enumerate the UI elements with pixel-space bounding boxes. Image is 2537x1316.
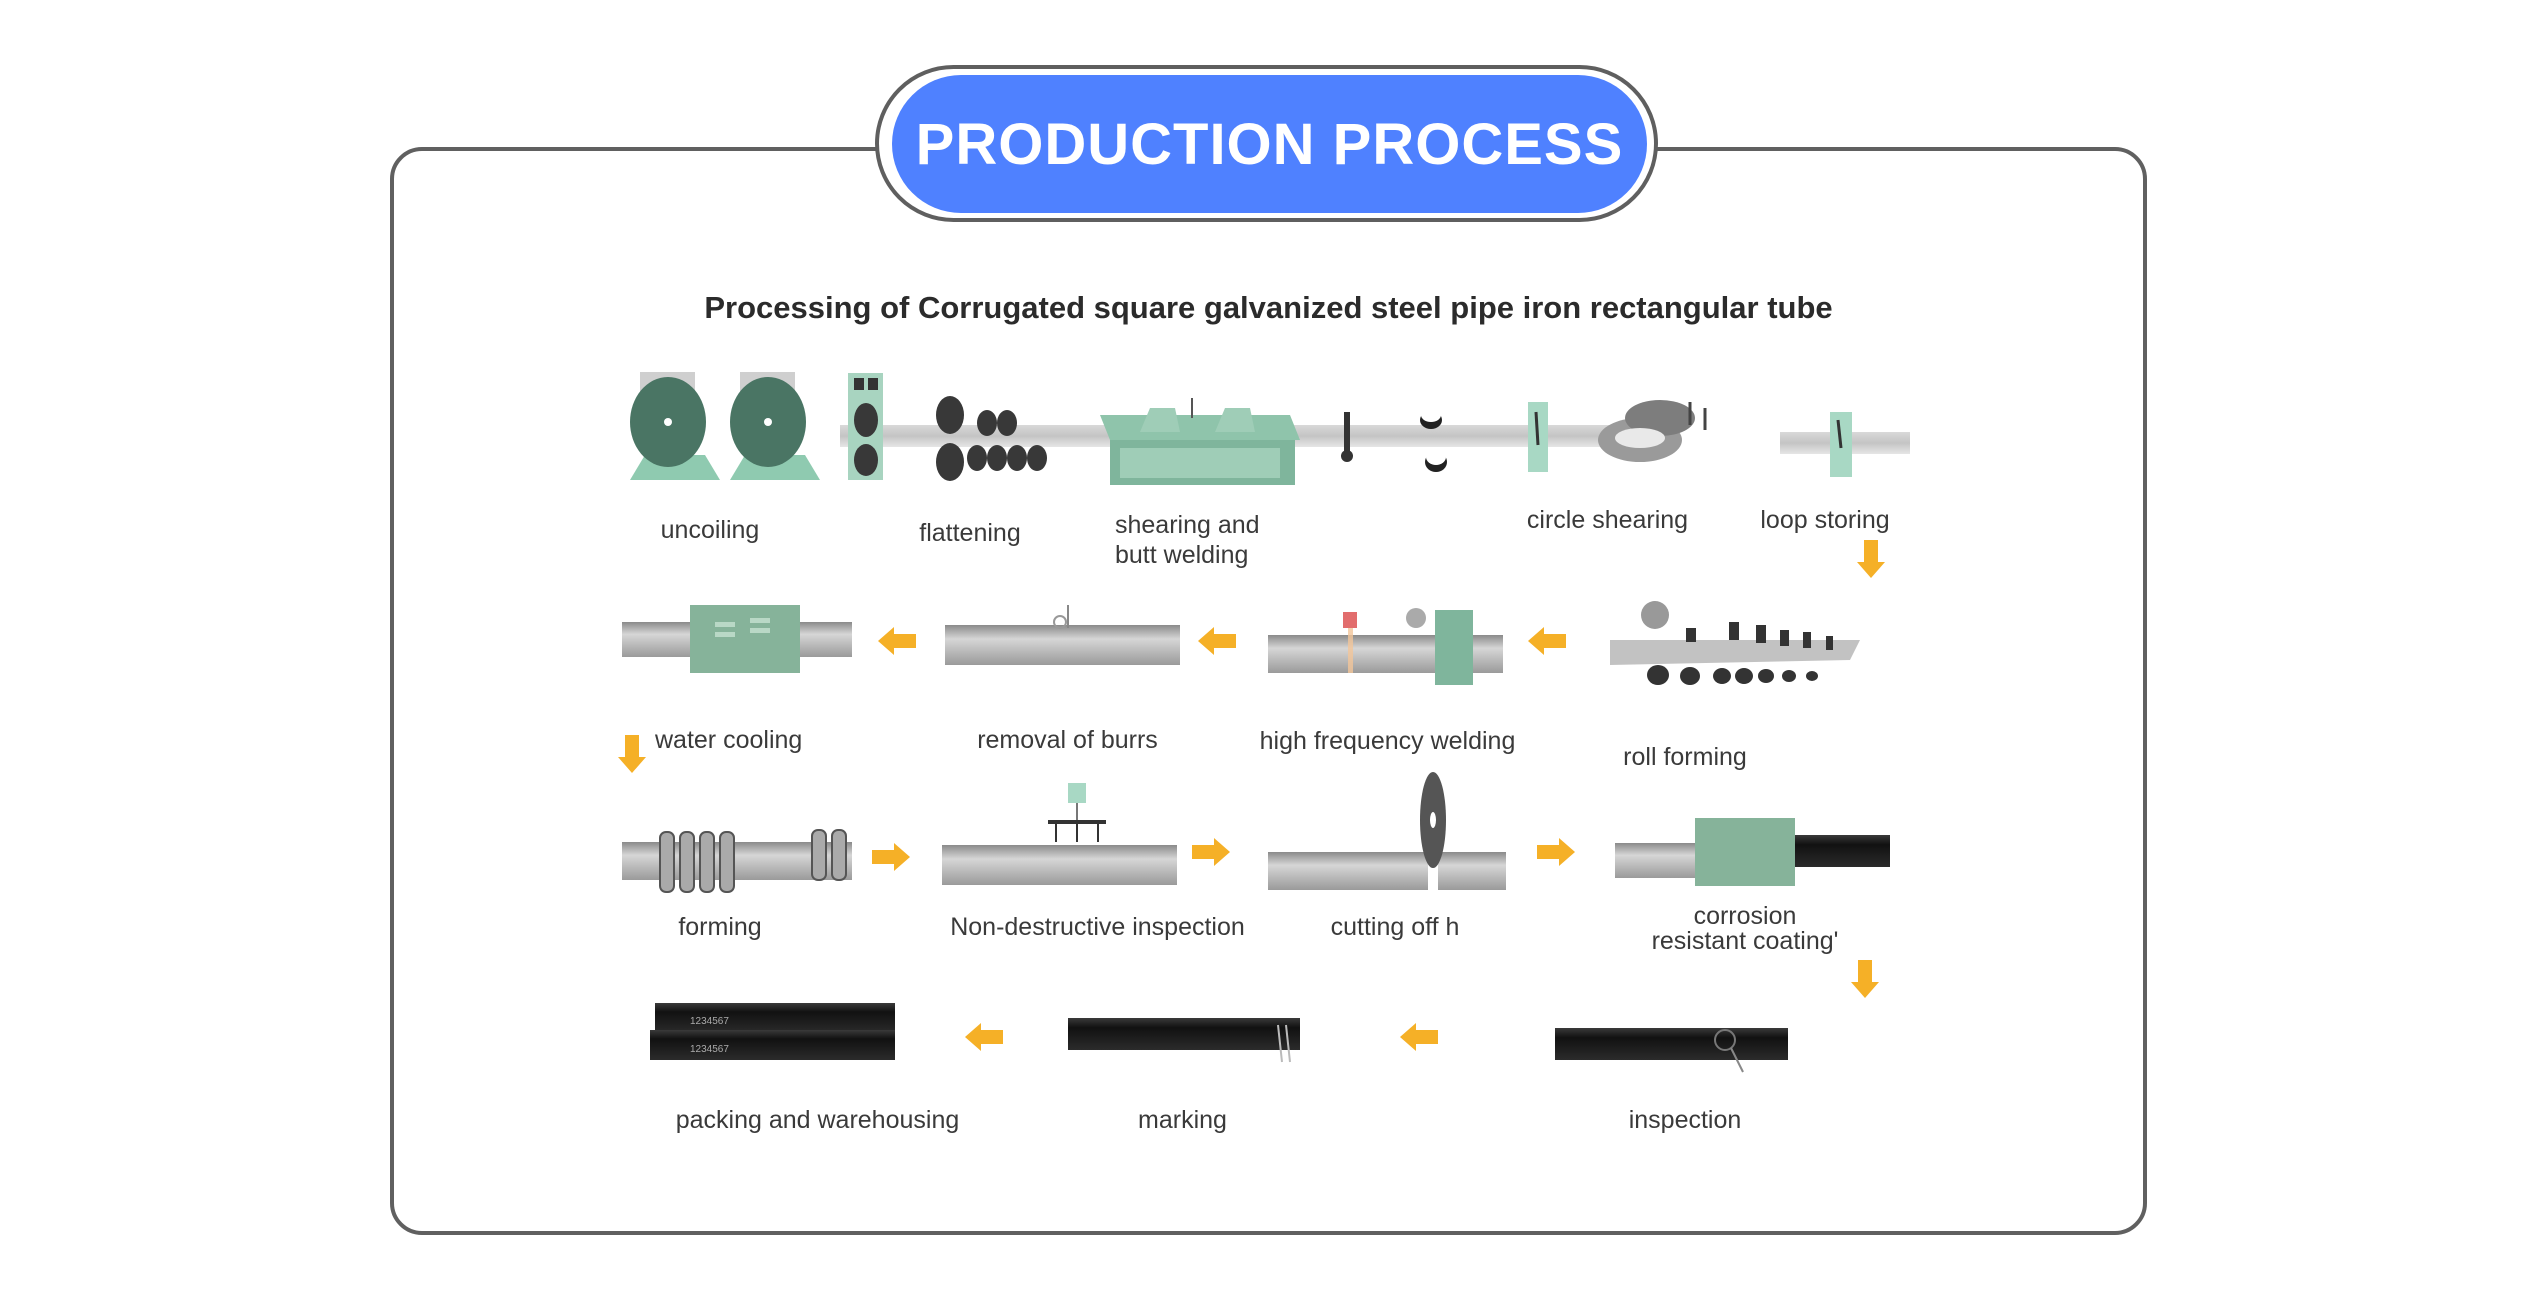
arrow-down-icon bbox=[1857, 540, 1885, 578]
svg-text:1234567: 1234567 bbox=[690, 1044, 729, 1055]
inspection-icon bbox=[1555, 1028, 1788, 1073]
step-label-shearing: shearing and butt welding bbox=[1115, 510, 1265, 570]
shear-welder-icon bbox=[1100, 398, 1300, 485]
sizing-rollers-icon bbox=[622, 829, 852, 893]
loop-storage-icon bbox=[1830, 412, 1852, 477]
step-label-uncoiling: uncoiling bbox=[660, 516, 760, 544]
step-label-marking: marking bbox=[1138, 1106, 1227, 1134]
arrow-left-icon bbox=[1400, 1023, 1438, 1051]
deburring-icon bbox=[945, 605, 1180, 665]
page-title: PRODUCTION PROCESS bbox=[915, 111, 1624, 177]
hf-welder-icon bbox=[1268, 608, 1503, 685]
step-label-line: corrosion bbox=[1693, 902, 1797, 930]
saw-blade-icon bbox=[1268, 772, 1506, 890]
step-label-cutting-off: cutting off h bbox=[1330, 913, 1460, 941]
arrow-right-icon bbox=[1192, 838, 1230, 866]
water-cooling-icon bbox=[622, 605, 852, 673]
step-label-flattening: flattening bbox=[919, 519, 1021, 547]
step-label-hf-welding: high frequency welding bbox=[1259, 727, 1516, 755]
step-label-roll-forming: roll forming bbox=[1623, 743, 1747, 771]
step-label-line: shearing and bbox=[1115, 511, 1260, 539]
diagram-subtitle: Processing of Corrugated square galvaniz… bbox=[704, 290, 1833, 325]
arrow-down-icon bbox=[618, 735, 646, 773]
arrow-down-icon bbox=[1851, 960, 1879, 998]
ndt-probe-icon bbox=[942, 783, 1177, 885]
step-label-line: resistant coating' bbox=[1651, 927, 1839, 955]
step-label-water-cooling: water cooling bbox=[655, 726, 803, 754]
arrow-left-icon bbox=[1528, 627, 1566, 655]
step-label-coating: corrosion resistant coating' bbox=[1630, 904, 1860, 954]
arrow-left-icon bbox=[965, 1023, 1003, 1051]
roll-forming-icon bbox=[1610, 601, 1860, 685]
step-label-removal-of-burrs: removal of burrs bbox=[977, 726, 1158, 754]
step-label-loop-storing: loop storing bbox=[1760, 506, 1890, 534]
marking-icon bbox=[1068, 1018, 1300, 1063]
step-label-circle-shearing: circle shearing bbox=[1526, 506, 1689, 534]
flattening-rollers-icon bbox=[848, 373, 1047, 481]
title-pill: PRODUCTION PROCESS bbox=[892, 75, 1647, 213]
svg-text:1234567: 1234567 bbox=[690, 1016, 729, 1027]
step-label-inspection: inspection bbox=[1628, 1106, 1742, 1134]
step-label-packing: packing and warehousing bbox=[675, 1106, 960, 1134]
step-label-forming: forming bbox=[678, 913, 762, 941]
arrow-left-icon bbox=[878, 627, 916, 655]
tube-bundle-icon: 1234567 1234567 bbox=[650, 1003, 895, 1060]
coil-uncoiler-icon bbox=[630, 372, 820, 480]
step-label-ndt: Non-destructive inspection bbox=[950, 913, 1245, 941]
coating-box-icon bbox=[1615, 818, 1890, 886]
arrow-left-icon bbox=[1198, 627, 1236, 655]
step-label-line: butt welding bbox=[1115, 541, 1249, 569]
circle-shear-icon bbox=[1528, 400, 1707, 472]
arrow-right-icon bbox=[1537, 838, 1575, 866]
guide-rollers-icon bbox=[1341, 408, 1447, 472]
arrow-right-icon bbox=[872, 843, 910, 871]
